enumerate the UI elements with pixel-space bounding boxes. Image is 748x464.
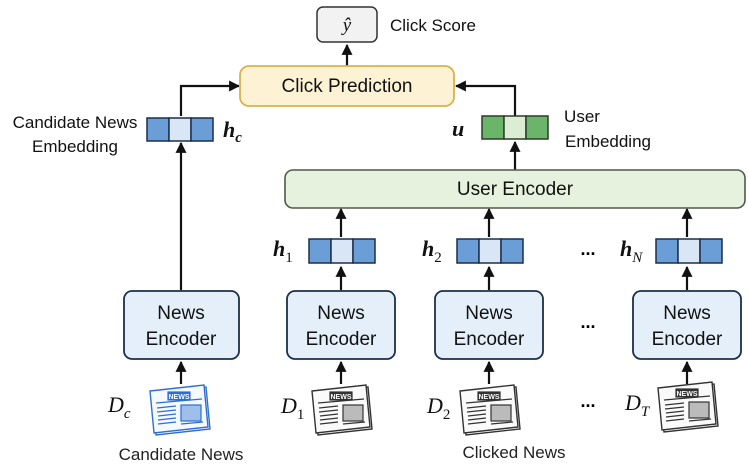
click-score-label: Click Score <box>390 16 476 35</box>
clicked-encoder-ellipsis: ... <box>580 312 595 332</box>
candidate-doc-symbol: Dc <box>107 392 131 422</box>
clicked-embedding-1-cell-2 <box>330 238 354 264</box>
clicked-embedding-1-symbol: h1 <box>273 236 293 266</box>
clicked-news-encoder-2: News Encoder <box>434 290 544 360</box>
clicked-news-encoder-2-line2: Encoder <box>454 329 525 350</box>
candidate-newspaper-icon: NEWS <box>149 384 211 436</box>
clicked-embedding-1-cell-1 <box>308 238 332 264</box>
clicked-embedding-1-cell-3 <box>352 238 376 264</box>
user-encoder-node: User Encoder <box>284 169 746 209</box>
clicked-newspaper-icon-t: NEWS <box>657 381 719 433</box>
clicked-embedding-n-symbol: hN <box>620 236 643 266</box>
clicked-doc-t-symbol: DT <box>624 390 651 420</box>
clicked-embedding-1: h1 <box>273 236 376 266</box>
candidate-embedding-cell-1 <box>146 117 170 142</box>
user-encoder-box <box>284 169 746 209</box>
clicked-embedding-2-cell-2 <box>478 238 502 264</box>
arrow-user-embedding-to-prediction <box>454 80 517 116</box>
clicked-newspaper-icon-1: NEWS <box>311 384 373 436</box>
candidate-embedding-cell-2 <box>168 117 192 142</box>
clicked-news-encoder-1-line1: News <box>317 303 365 324</box>
candidate-embedding-cell-3 <box>190 117 214 142</box>
clicked-embedding-2-symbol: h2 <box>422 236 442 266</box>
click-prediction-node: Click Prediction <box>239 65 455 107</box>
clicked-embedding-ellipsis: ... <box>580 239 595 259</box>
clicked-doc-1-symbol: D1 <box>280 393 304 423</box>
clicked-newspaper-icon-2: NEWS <box>459 384 521 436</box>
candidate-embedding-label-line1: Candidate News <box>13 113 138 132</box>
user-embedding-cell-1 <box>481 115 505 140</box>
user-embedding-cell-2 <box>503 115 527 140</box>
clicked-news-encoder-1-line2: Encoder <box>306 329 377 350</box>
clicked-news-encoder-n-box <box>632 290 742 360</box>
clicked-embedding-n-cell-1 <box>655 238 679 264</box>
clicked-doc-ellipsis: ... <box>580 391 595 411</box>
candidate-newspaper-masthead: NEWS <box>169 394 190 401</box>
candidate-embedding: Candidate News Embedding hc <box>13 113 243 156</box>
arrow-candidate-embedding-to-prediction <box>179 80 241 116</box>
user-embedding-label-line1: User <box>564 107 600 126</box>
user-embedding: u User Embedding <box>452 107 651 151</box>
candidate-news-encoder-line2: Encoder <box>146 329 217 350</box>
user-encoder-label: User Encoder <box>457 179 574 200</box>
clicked-embedding-n-cell-3 <box>699 238 723 264</box>
clicked-newspaper-2-masthead: NEWS <box>479 394 500 401</box>
click-score-symbol: ŷ <box>341 15 352 36</box>
click-score-box <box>316 6 378 43</box>
user-embedding-label-line2: Embedding <box>565 132 651 151</box>
clicked-news-encoder-n-line1: News <box>663 303 711 324</box>
clicked-news-encoder-1-box <box>286 290 396 360</box>
clicked-embedding-n-cell-2 <box>677 238 701 264</box>
connectors <box>175 43 693 384</box>
candidate-news-encoder-line1: News <box>157 303 205 324</box>
clicked-embedding-2: h2 <box>422 236 524 266</box>
clicked-embedding-2-cell-3 <box>500 238 524 264</box>
clicked-news-caption: Clicked News <box>463 443 566 462</box>
clicked-news-encoder-n-line2: Encoder <box>652 329 723 350</box>
clicked-embedding-n: hN <box>620 236 723 266</box>
clicked-news-encoder-2-line1: News <box>465 303 513 324</box>
clicked-newspaper-t-masthead: NEWS <box>677 391 698 398</box>
click-prediction-box <box>239 65 455 107</box>
clicked-embedding-2-cell-1 <box>456 238 480 264</box>
candidate-news-caption: Candidate News <box>119 445 244 464</box>
clicked-doc-2-symbol: D2 <box>426 393 450 423</box>
candidate-embedding-symbol: hc <box>223 117 242 146</box>
user-embedding-symbol: u <box>452 116 464 141</box>
clicked-news-encoder-1: News Encoder <box>286 290 396 360</box>
clicked-news-encoder-2-box <box>434 290 544 360</box>
click-prediction-label: Click Prediction <box>282 76 413 97</box>
candidate-news-encoder-box <box>123 290 240 360</box>
click-score-node: ŷ Click Score <box>316 6 476 43</box>
candidate-embedding-label-line2: Embedding <box>32 137 118 156</box>
clicked-news-encoder-n: News Encoder <box>632 290 742 360</box>
candidate-news-encoder: News Encoder <box>123 290 240 360</box>
user-embedding-cell-3 <box>525 115 549 140</box>
clicked-newspaper-1-masthead: NEWS <box>331 394 352 401</box>
